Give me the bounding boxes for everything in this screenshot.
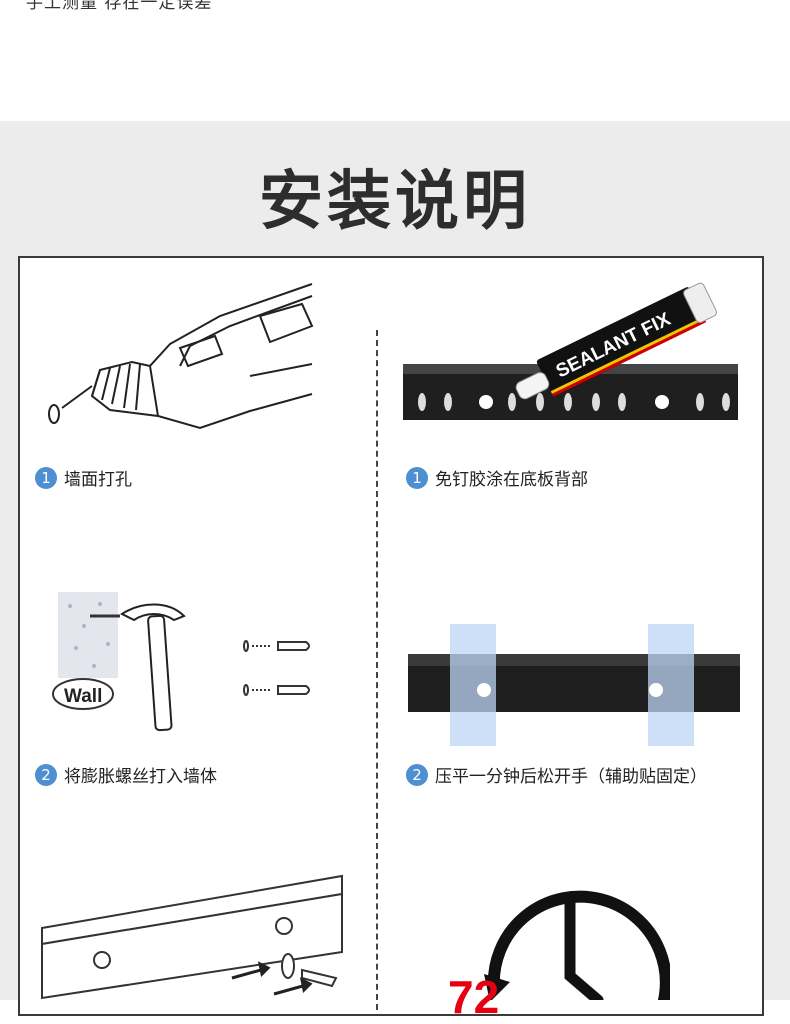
step-number-badge: 1 <box>406 466 428 489</box>
bracket-with-glue-illustration: SEALANT FIX <box>403 282 738 420</box>
left-step-1: 1 墙面打孔 <box>35 465 132 490</box>
right-step-1: 1 免钉胶涂在底板背部 <box>406 465 588 490</box>
step-label: 墙面打孔 <box>64 470 132 490</box>
step-label: 将膨胀螺丝打入墙体 <box>64 767 217 787</box>
page-title: 安装说明 <box>259 165 531 239</box>
column-divider <box>376 330 378 1010</box>
left-step-2: 2 将膨胀螺丝打入墙体 <box>35 762 217 787</box>
drill-illustration <box>48 283 314 430</box>
hammer-and-anchors-illustration: Wall <box>52 592 310 732</box>
bracket-with-screws-illustration <box>41 874 343 1000</box>
right-step-2: 2 压平一分钟后松开手（辅助贴固定） <box>406 762 707 787</box>
step-label: 免钉胶涂在底板背部 <box>435 470 588 490</box>
step-number-badge: 2 <box>35 763 57 786</box>
step-number-badge: 2 <box>406 763 428 786</box>
step-number-badge: 1 <box>35 466 57 489</box>
wall-label: Wall <box>64 686 102 707</box>
bracket-with-tape-illustration <box>408 624 740 746</box>
clock-icon <box>484 890 670 1000</box>
timer-hours-text: 72 <box>448 971 500 1023</box>
measurement-note: 手工测量 存在一定误差 <box>26 0 213 13</box>
step-label: 压平一分钟后松开手（辅助贴固定） <box>435 767 707 787</box>
